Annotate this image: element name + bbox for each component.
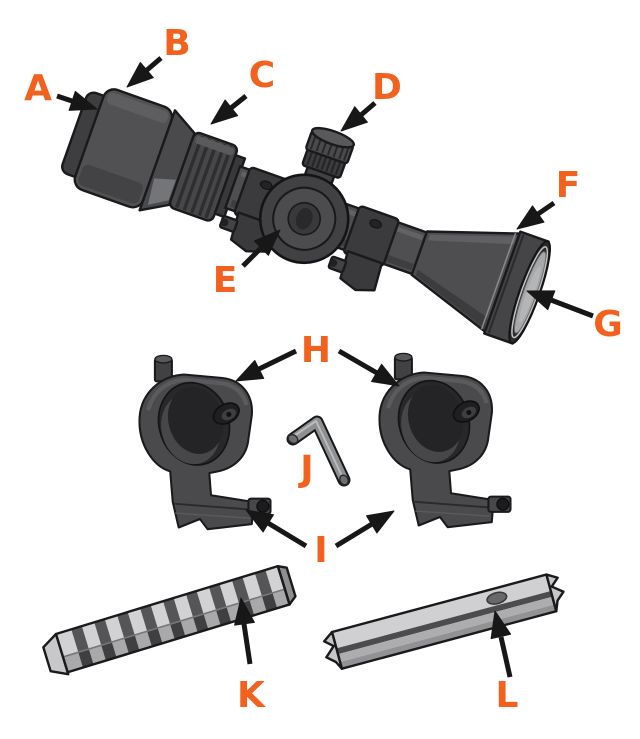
arrow-b — [126, 56, 163, 88]
arrow-h-right — [337, 348, 400, 387]
scope-ring-front — [327, 205, 400, 292]
label-k: K — [237, 675, 266, 716]
arrow-k — [234, 597, 255, 665]
arrow-e — [241, 229, 281, 268]
rail-screw-hole — [486, 591, 508, 605]
ring-mount-left — [139, 355, 270, 529]
eyepiece-taper — [138, 109, 196, 212]
arrow-i-right — [334, 510, 395, 549]
arrow-g — [526, 290, 594, 319]
label-b: B — [163, 23, 190, 64]
label-j: J — [297, 449, 313, 490]
windage-turret — [258, 173, 350, 265]
label-g: G — [593, 304, 623, 345]
hex-key — [286, 415, 351, 487]
label-c: C — [249, 55, 275, 96]
arrow-h-left — [235, 348, 298, 382]
label-i: I — [314, 530, 327, 571]
label-e: E — [213, 260, 238, 301]
arrow-d — [340, 101, 377, 132]
label-a: A — [24, 68, 52, 109]
arrow-i-left — [245, 509, 308, 549]
picatinny-rail — [42, 564, 297, 676]
rifle-scope — [61, 88, 551, 345]
ocular-bell — [73, 88, 174, 209]
arrow-l — [490, 610, 513, 678]
ring-mount-right — [379, 353, 510, 527]
arrow-a — [56, 90, 98, 111]
dovetail-rail — [322, 573, 565, 670]
label-h: H — [301, 330, 331, 371]
label-d: D — [372, 67, 402, 108]
arrow-f — [516, 200, 556, 230]
label-l: L — [496, 675, 519, 716]
label-f: F — [556, 165, 581, 206]
arrow-c — [210, 94, 248, 125]
